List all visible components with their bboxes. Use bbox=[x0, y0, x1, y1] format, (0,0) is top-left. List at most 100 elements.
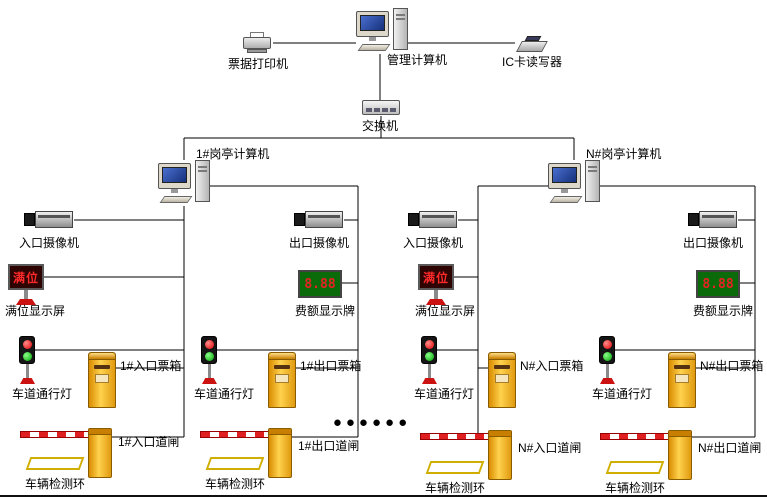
barrier-gate-label: 1#入口道闸 bbox=[118, 435, 180, 449]
computer-monitor bbox=[356, 11, 389, 37]
detection-loop-label: 车辆检测环 bbox=[604, 481, 665, 495]
camera-stripe bbox=[308, 215, 340, 218]
ticket-slot bbox=[274, 365, 290, 369]
light-pole bbox=[428, 364, 431, 378]
camera-body bbox=[419, 211, 457, 228]
ticket-box-label: 1#入口票箱 bbox=[120, 359, 182, 373]
barrier-arm bbox=[600, 433, 670, 440]
barrier-arm bbox=[20, 431, 90, 438]
camera-stripe bbox=[38, 215, 70, 218]
computer-keyboard bbox=[549, 196, 583, 203]
computer-screen bbox=[360, 15, 385, 31]
sign-base bbox=[426, 299, 446, 305]
booth-computer-n-icon bbox=[548, 160, 600, 206]
printer-body bbox=[243, 37, 271, 49]
barrier-cabinet bbox=[488, 430, 512, 480]
full-sign-text: 满位 bbox=[422, 270, 449, 285]
light-head bbox=[599, 336, 615, 364]
ticket-slot bbox=[94, 365, 110, 369]
box-cap bbox=[89, 353, 115, 360]
exit-camera-label: 出口摄像机 bbox=[288, 236, 349, 250]
traffic-light-icon bbox=[598, 336, 617, 386]
light-base bbox=[422, 378, 437, 384]
computer-keyboard bbox=[159, 196, 193, 203]
full-sign-label: 满位显示屏 bbox=[414, 304, 475, 318]
camera-body bbox=[699, 211, 737, 228]
monitor-stand bbox=[171, 189, 178, 193]
box-cap bbox=[489, 353, 515, 360]
fee-display-label: 费额显示牌 bbox=[692, 304, 753, 318]
detection-loop-label: 车辆检测环 bbox=[24, 477, 85, 491]
management-computer-label: 管理计算机 bbox=[386, 53, 447, 67]
fee-display-icon: 8.88 bbox=[696, 270, 740, 298]
ic-card-reader-label: IC卡读写器 bbox=[501, 55, 562, 69]
switch-ports bbox=[366, 108, 396, 112]
barrier-gate-icon bbox=[200, 428, 292, 478]
box-panel bbox=[275, 374, 289, 383]
full-sign-screen: 满位 bbox=[8, 264, 44, 290]
exit-camera-label: 出口摄像机 bbox=[682, 236, 743, 250]
barrier-cabinet bbox=[668, 430, 692, 480]
camera-lens bbox=[294, 213, 305, 226]
exit-camera-icon bbox=[688, 208, 738, 232]
detection-loop-label: 车辆检测环 bbox=[424, 481, 485, 495]
sign-pole bbox=[434, 290, 438, 299]
ticket-box-label: N#入口票箱 bbox=[520, 359, 584, 373]
ic-card-reader-icon bbox=[515, 36, 548, 54]
fee-display-value: 8.88 bbox=[702, 276, 734, 292]
full-sign-screen: 满位 bbox=[418, 264, 454, 290]
traffic-light-icon bbox=[420, 336, 439, 386]
light-pole bbox=[208, 364, 211, 378]
reader-body bbox=[516, 41, 548, 52]
barrier-arm bbox=[420, 433, 490, 440]
light-head bbox=[201, 336, 217, 364]
green-light bbox=[205, 352, 214, 361]
light-pole bbox=[26, 364, 29, 378]
computer-screen bbox=[552, 167, 577, 183]
booth-computer-n-label: N#岗亭计算机 bbox=[586, 147, 662, 161]
ticket-box-icon bbox=[88, 352, 116, 408]
ellipsis-dots: ●●●●●● bbox=[332, 414, 412, 431]
traffic-light-label: 车道通行灯 bbox=[591, 387, 652, 401]
green-light bbox=[603, 352, 612, 361]
computer-tower bbox=[195, 160, 210, 202]
camera-lens bbox=[688, 213, 699, 226]
barrier-gate-label: N#出口道闸 bbox=[698, 441, 762, 455]
light-pole bbox=[606, 364, 609, 378]
full-sign-text: 满位 bbox=[12, 270, 39, 285]
traffic-light-icon bbox=[18, 336, 37, 386]
light-head bbox=[421, 336, 437, 364]
ticket-printer-label: 票据打印机 bbox=[227, 57, 288, 71]
printer-tray bbox=[247, 49, 267, 53]
fee-display-value: 8.88 bbox=[304, 276, 336, 292]
ticket-box-label: 1#出口票箱 bbox=[300, 359, 362, 373]
management-computer-icon bbox=[356, 8, 408, 54]
full-sign-label: 满位显示屏 bbox=[4, 304, 65, 318]
red-light bbox=[425, 340, 434, 349]
exit-camera-icon bbox=[294, 208, 344, 232]
entrance-camera-icon bbox=[408, 208, 458, 232]
traffic-light-icon bbox=[200, 336, 219, 386]
green-light bbox=[23, 352, 32, 361]
ticket-box-icon bbox=[488, 352, 516, 408]
entrance-camera-label: 入口摄像机 bbox=[402, 236, 463, 250]
box-panel bbox=[495, 374, 509, 383]
traffic-light-label: 车道通行灯 bbox=[413, 387, 474, 401]
network-switch-label: 交换机 bbox=[361, 119, 398, 133]
entrance-camera-label: 入口摄像机 bbox=[18, 236, 79, 250]
red-light bbox=[205, 340, 214, 349]
red-light bbox=[23, 340, 32, 349]
detection-loop-icon bbox=[205, 457, 265, 470]
fee-display-label: 费额显示牌 bbox=[294, 304, 355, 318]
booth-computer-1-label: 1#岗亭计算机 bbox=[196, 147, 270, 161]
light-base bbox=[20, 378, 35, 384]
detection-loop-label: 车辆检测环 bbox=[204, 477, 265, 491]
detection-loop-icon bbox=[25, 457, 85, 470]
entrance-camera-icon bbox=[24, 208, 74, 232]
ticket-box-icon bbox=[268, 352, 296, 408]
red-light bbox=[603, 340, 612, 349]
camera-stripe bbox=[702, 215, 734, 218]
barrier-gate-icon bbox=[420, 430, 512, 480]
green-light bbox=[425, 352, 434, 361]
